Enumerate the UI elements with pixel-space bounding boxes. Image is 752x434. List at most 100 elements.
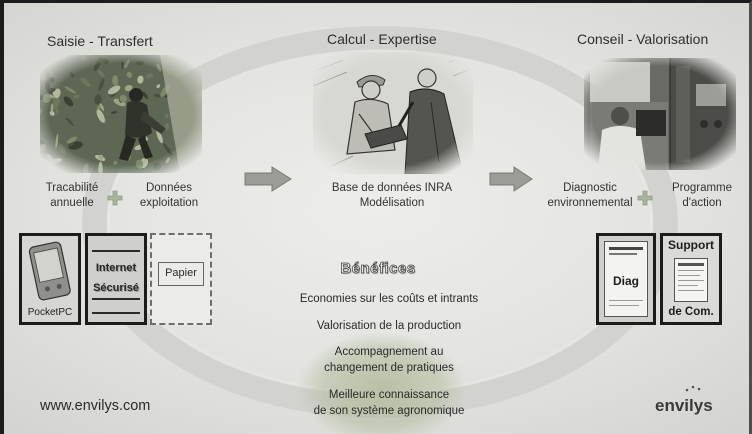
window: [590, 62, 650, 102]
leaf: [126, 71, 133, 78]
plus-icon: [637, 190, 653, 206]
leaf: [44, 80, 51, 91]
farmer-body: [125, 100, 152, 138]
diag-paper: [604, 241, 648, 317]
leaf: [48, 76, 55, 83]
leaf: [64, 86, 77, 94]
leaf: [99, 103, 105, 111]
leaf: [66, 136, 77, 144]
leaf: [50, 158, 62, 165]
benefit-item: Economies sur les coûts et intrants: [299, 293, 479, 305]
leaf: [45, 55, 56, 62]
website-url: www.envilys.com: [40, 398, 151, 414]
doc-text-line: [678, 280, 704, 281]
leaf: [53, 88, 61, 99]
leaf: [80, 55, 87, 61]
equipment-knob: [700, 120, 708, 128]
label-donnees-exploitation: Données exploitation: [139, 182, 199, 209]
leaf: [40, 72, 47, 81]
field-path: [160, 55, 202, 173]
expert-head: [361, 80, 381, 100]
monitor: [636, 110, 666, 136]
label-tracabilite: Tracabilité annuelle: [45, 182, 99, 209]
leaf: [152, 162, 162, 171]
advisor-head: [611, 107, 629, 125]
leaf: [94, 94, 102, 105]
benefit-item: Accompagnement au changement de pratique…: [324, 346, 454, 374]
leaf: [98, 161, 103, 173]
leaf: [65, 117, 74, 126]
leaf: [145, 73, 154, 79]
advisor-shirt: [598, 126, 646, 170]
stage-title-conseil: Conseil - Valorisation: [577, 31, 709, 47]
expert-seated: [346, 75, 408, 155]
plus-icon: [107, 190, 123, 206]
farmer-figure: [119, 88, 166, 161]
farmer-leg: [119, 135, 136, 161]
arrow-right-icon: [489, 166, 533, 192]
papier-frame: [158, 262, 204, 286]
arrow-right-icon: [244, 166, 292, 192]
paper-text-line: [609, 305, 639, 306]
leaf: [42, 93, 52, 104]
leaf: [153, 93, 161, 98]
leaf: [40, 108, 43, 117]
tool-papier-label: Papier: [165, 267, 197, 279]
doc-text-line: [678, 285, 698, 286]
leaf: [164, 113, 169, 118]
leaf: [113, 160, 118, 165]
expert-coat: [404, 88, 464, 174]
coat-fold: [430, 101, 440, 163]
doc-text-line: [678, 290, 704, 291]
doc-diag-label: Diag: [612, 274, 639, 288]
equipment-knob: [714, 120, 722, 128]
photo-field-work: [40, 55, 202, 173]
leaf: [135, 159, 144, 169]
farmer-leg: [138, 135, 153, 159]
leaf: [47, 61, 54, 66]
leaf: [55, 133, 59, 149]
leaf: [112, 74, 119, 86]
stage-title-saisie: Saisie - Transfert: [47, 33, 153, 49]
label-diagnostic: Diagnostic environnemental: [547, 182, 633, 209]
leaf: [164, 122, 169, 131]
benefit-item: Meilleure connaissance de son système ag…: [313, 389, 465, 417]
leaf: [121, 60, 124, 70]
leaf: [80, 77, 91, 87]
divider-line: [92, 298, 140, 300]
leaf: [58, 143, 66, 154]
paper-text-line: [609, 300, 643, 301]
expert-standing: [397, 68, 464, 174]
leaf: [97, 69, 105, 78]
tool-papier: Papier: [150, 233, 212, 325]
leaf: [50, 103, 54, 113]
farmer-head: [129, 88, 143, 102]
divider-line: [92, 250, 140, 252]
doc-text-line: [678, 275, 700, 276]
leaf: [72, 94, 81, 99]
pda-screen: [33, 247, 64, 283]
photo-advisor: [584, 58, 736, 170]
leaf: [98, 154, 104, 160]
sketch-hatching: [313, 53, 473, 171]
doc-diag: Diag: [596, 233, 656, 325]
pda-button: [44, 286, 50, 292]
expert-arm: [397, 101, 415, 127]
benefits-glow: [298, 332, 466, 434]
doc-header-line: [678, 263, 704, 266]
leaf: [96, 109, 105, 123]
leaf: [142, 91, 148, 99]
leaf: [107, 85, 121, 95]
logo-dots-icon: [685, 385, 701, 392]
support-document-icon: [674, 258, 708, 302]
label-base-inra: Base de données INRA Modélisation: [331, 182, 453, 209]
leaf: [49, 94, 55, 99]
tool-pocketpc: PocketPC: [19, 233, 81, 325]
leaf: [137, 75, 144, 84]
divider-line: [92, 312, 140, 314]
doc-com-label: de Com.: [668, 306, 714, 318]
pda-device-icon: [28, 241, 71, 301]
leaf: [82, 163, 89, 173]
